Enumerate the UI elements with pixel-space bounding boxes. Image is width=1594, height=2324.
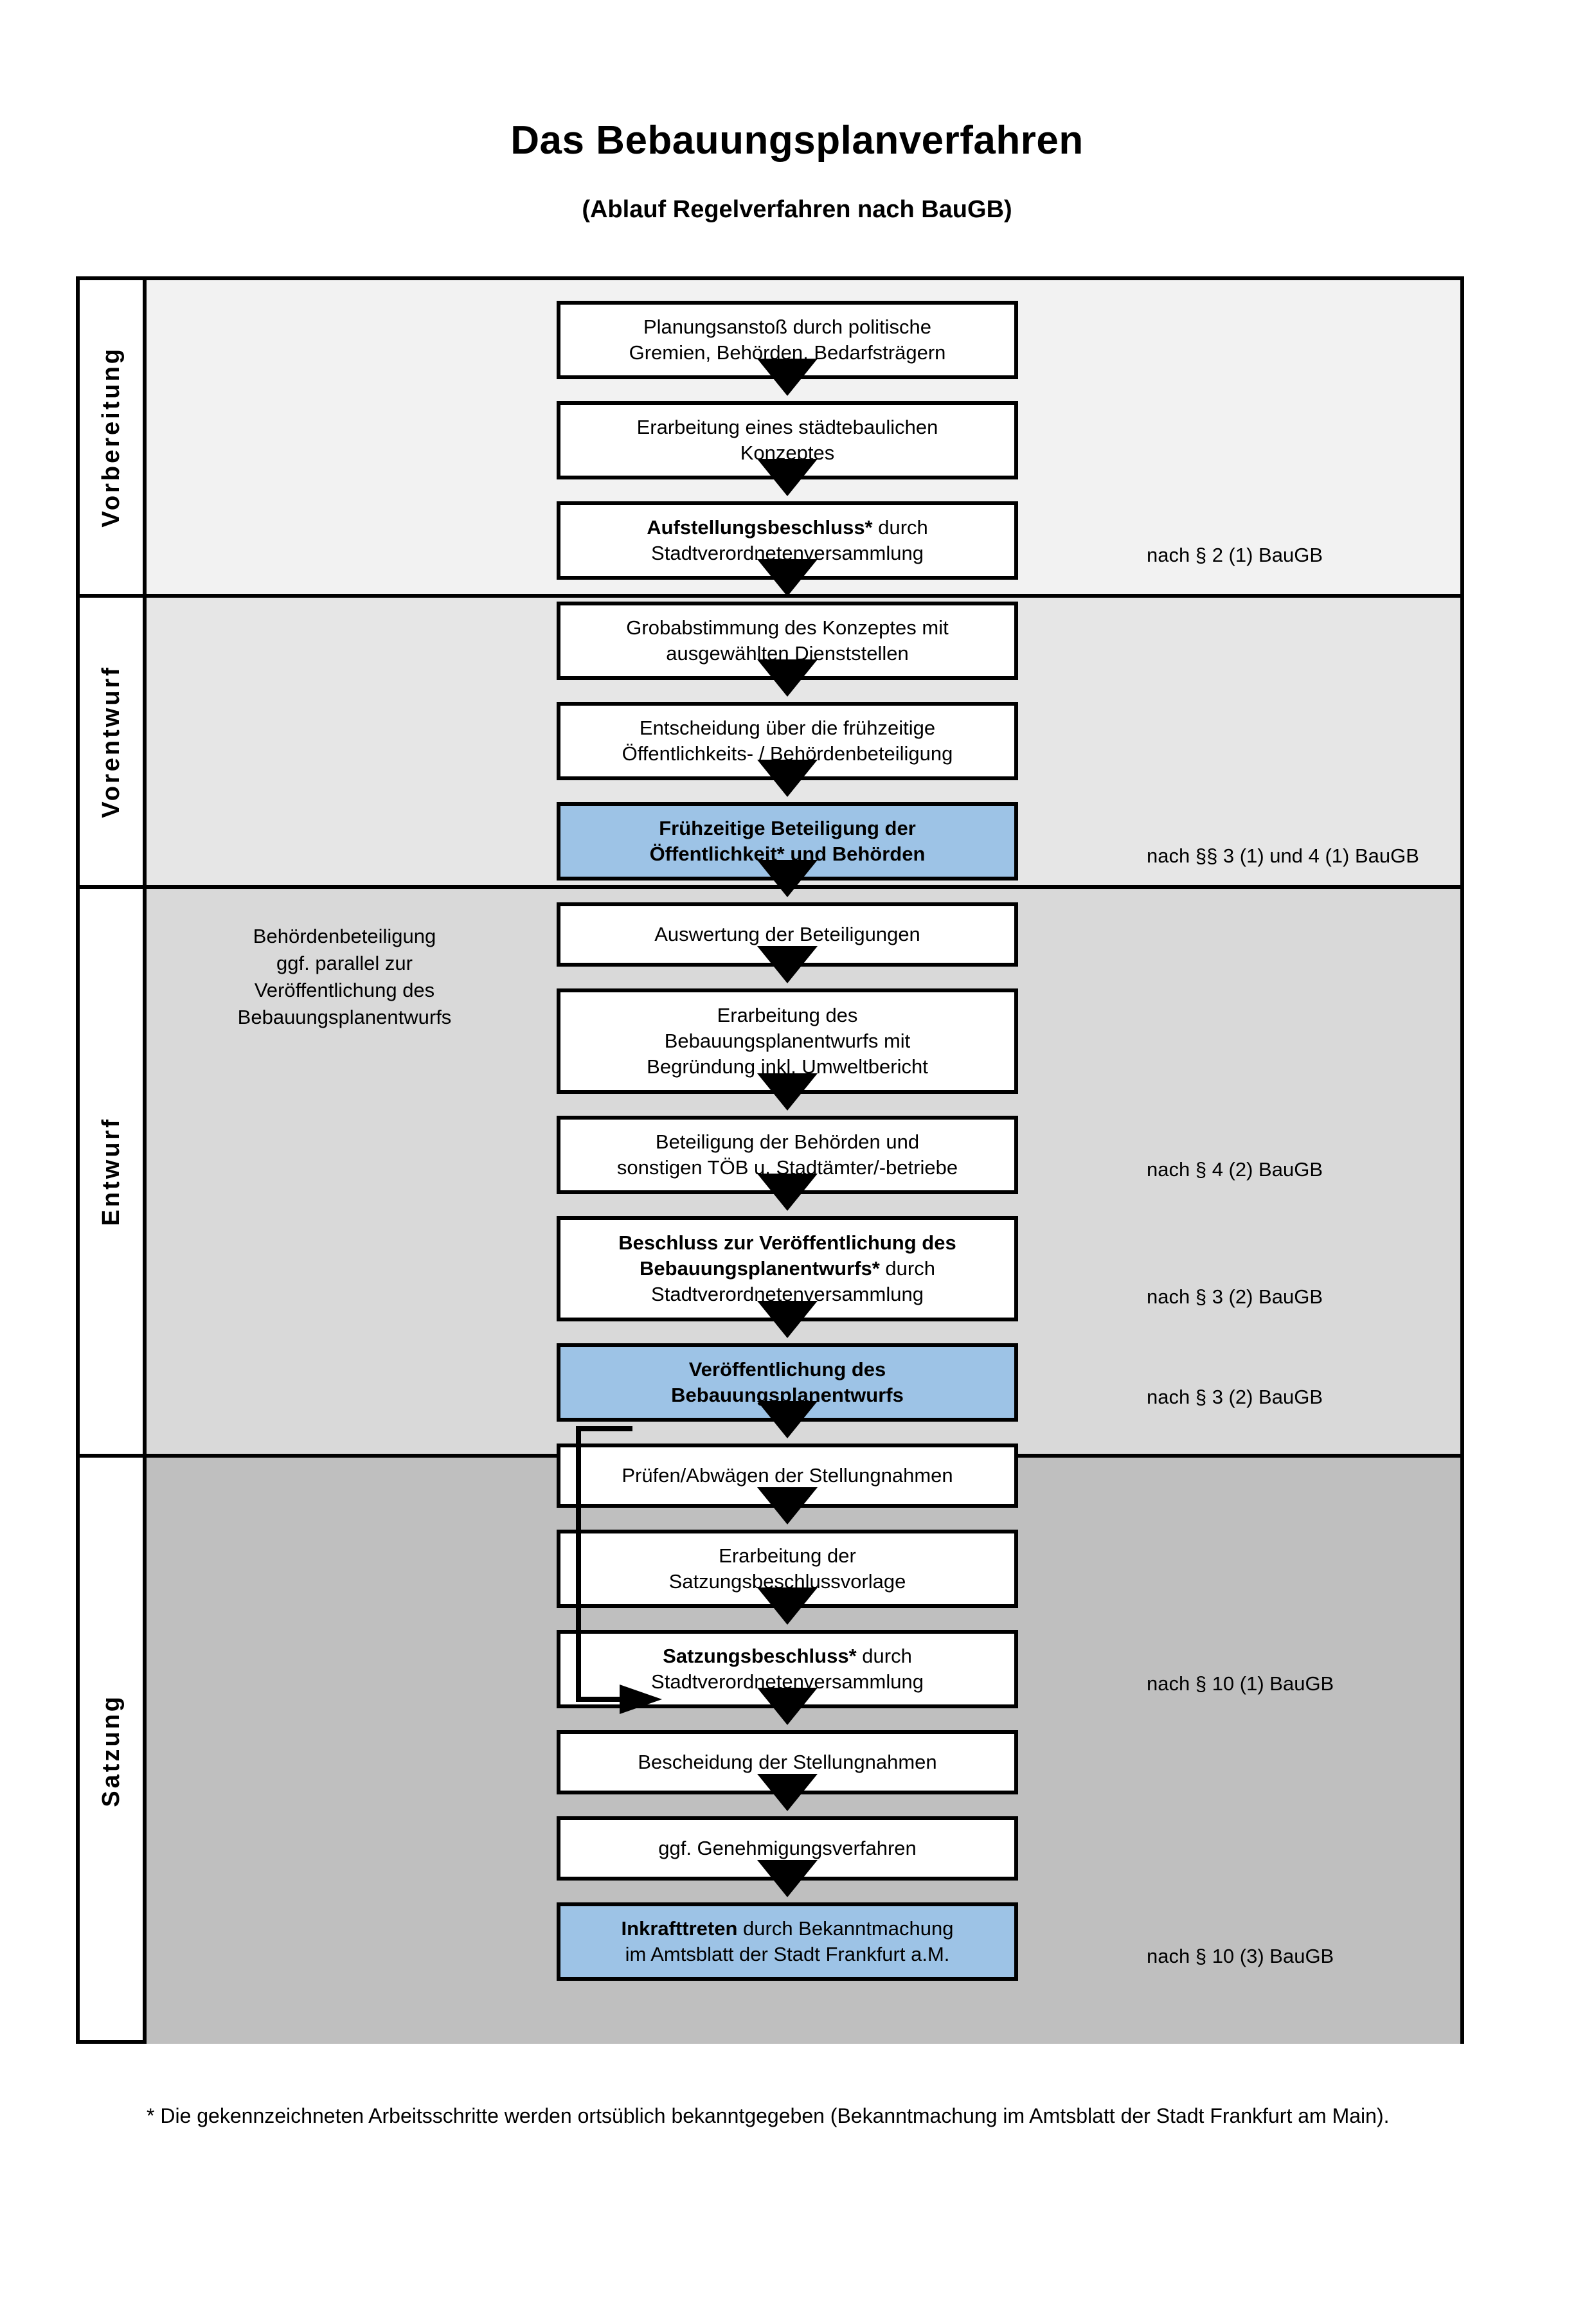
step-3-bold: Aufstellungsbeschluss* [647, 515, 873, 539]
reference-paragraph-3-2-a: nach § 3 (2) BauGB [1147, 1285, 1323, 1308]
phase-label-vorbereitung: Vorbereitung [97, 346, 125, 528]
phase-label-column: Vorbereitung Vorentwurf Entwurf Satzung [80, 280, 147, 2040]
arrow-down-11 [757, 1401, 818, 1438]
page-subtitle: (Ablauf Regelverfahren nach BauGB) [582, 196, 1012, 224]
arrow-down-10 [757, 1301, 818, 1338]
phase-cell-entwurf: Entwurf [80, 889, 143, 1458]
side-note-line-3: Veröffentlichung des [254, 978, 435, 1001]
arrow-down-12 [757, 1487, 818, 1524]
flow-box-inkrafttreten: Inkrafttreten durch Bekanntmachung im Am… [557, 1902, 1018, 1981]
arrow-down-6 [757, 860, 818, 897]
reference-paragraph-3-2-b: nach § 3 (2) BauGB [1147, 1386, 1323, 1408]
step-13-line-1: Erarbeitung der [719, 1544, 856, 1567]
arrow-down-14 [757, 1688, 818, 1725]
step-8-line-2: Bebauungsplanentwurfs mit [664, 1029, 911, 1052]
step-8-line-1: Erarbeitung des [717, 1003, 858, 1026]
step-5-line-1: Entscheidung über die frühzeitige [639, 716, 936, 739]
arrow-down-8 [757, 1073, 818, 1111]
step-17-line-1: durch Bekanntmachung [737, 1917, 954, 1940]
flowchart-frame: Vorbereitung Vorentwurf Entwurf Satzung … [76, 276, 1464, 2044]
arrow-down-13 [757, 1587, 818, 1625]
step-6-line-1: Frühzeitige Beteiligung der [659, 816, 916, 839]
reference-paragraph-10-3: nach § 10 (3) BauGB [1147, 1945, 1334, 1967]
step-12-line-1: Prüfen/Abwägen der Stellungnahmen [622, 1463, 953, 1487]
step-14-line-1: durch [856, 1644, 912, 1667]
step-9-line-1: Beteiligung der Behörden und [655, 1130, 920, 1153]
phase-label-satzung: Satzung [97, 1694, 125, 1807]
step-10-bold-2: Bebauungsplanentwurfs* [640, 1256, 880, 1280]
arrow-down-2 [757, 459, 818, 496]
reference-paragraph-10-1: nach § 10 (1) BauGB [1147, 1672, 1334, 1695]
step-7-line-1: Auswertung der Beteiligungen [654, 922, 920, 945]
step-10-line-2: durch [879, 1256, 935, 1280]
step-14-bold: Satzungsbeschluss* [663, 1644, 857, 1667]
reference-paragraph-3-1-4-1: nach §§ 3 (1) und 4 (1) BauGB [1147, 845, 1419, 867]
step-17-line-2: im Amtsblatt der Stadt Frankfurt a.M. [625, 1943, 950, 1965]
side-note-line-4: Bebauungsplanentwurfs [237, 1005, 452, 1028]
phase-cell-vorbereitung: Vorbereitung [80, 280, 143, 598]
page-title: Das Bebauungsplanverfahren [510, 118, 1084, 163]
arrow-down-9 [757, 1174, 818, 1211]
side-note-line-2: ggf. parallel zur [276, 951, 413, 974]
step-2-line-1: Erarbeitung eines städtebaulichen [636, 415, 938, 438]
flow-box-pruefen-abwaegen: Prüfen/Abwägen der Stellungnahmen [557, 1444, 1018, 1508]
step-17-bold: Inkrafttreten [621, 1917, 738, 1940]
reference-paragraph-4-2: nach § 4 (2) BauGB [1147, 1158, 1323, 1181]
arrow-down-16 [757, 1860, 818, 1897]
arrow-down-15 [757, 1774, 818, 1811]
arrow-down-4 [757, 659, 818, 697]
step-10-bold-1: Beschluss zur Veröffentlichung des [618, 1231, 956, 1254]
side-annotation-behoerdenbeteiligung: Behördenbeteiligung ggf. parallel zur Ve… [174, 923, 515, 1030]
step-11-line-1: Veröffentlichung des [688, 1357, 886, 1381]
arrow-down-3 [757, 559, 818, 596]
step-4-line-1: Grobabstimmung des Konzeptes mit [626, 616, 949, 639]
arrow-down-1 [757, 359, 818, 396]
step-1-line-1: Planungsanstoß durch politische [643, 315, 932, 338]
phase-cell-satzung: Satzung [80, 1458, 143, 2044]
footnote: * Die gekennzeichneten Arbeitsschritte w… [147, 2104, 1390, 2127]
phase-label-entwurf: Entwurf [97, 1116, 125, 1226]
side-note-line-1: Behördenbeteiligung [253, 925, 436, 947]
step-3-line-1: durch [872, 515, 928, 539]
phase-label-vorentwurf: Vorentwurf [97, 665, 125, 818]
step-15-line-1: Bescheidung der Stellungnahmen [638, 1750, 937, 1773]
title-block: Das Bebauungsplanverfahren (Ablauf Regel… [0, 118, 1594, 224]
phase-cell-vorentwurf: Vorentwurf [80, 598, 143, 889]
arrow-down-7 [757, 946, 818, 983]
reference-paragraph-2-1: nach § 2 (1) BauGB [1147, 544, 1323, 566]
arrow-down-5 [757, 760, 818, 797]
step-16-line-1: ggf. Genehmigungsverfahren [658, 1836, 917, 1859]
